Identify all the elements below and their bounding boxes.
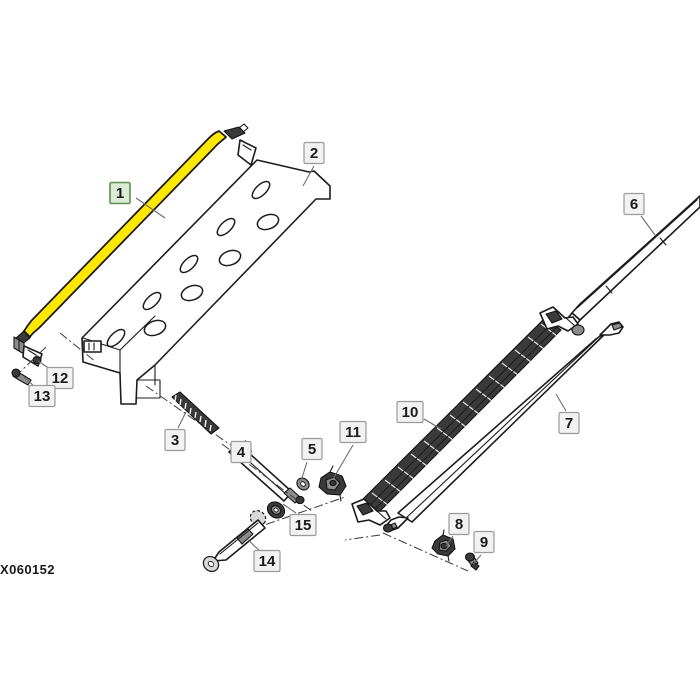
- part-bearing-block: [431, 529, 456, 562]
- callout-label-7: 7: [565, 415, 573, 432]
- callout-5[interactable]: 5: [300, 437, 323, 482]
- callout-box-7[interactable]: [558, 411, 580, 435]
- callout-6[interactable]: 6: [623, 192, 656, 236]
- callout-9[interactable]: 9: [472, 530, 495, 565]
- leader-line-8: [445, 535, 454, 547]
- part-small-bolt: [11, 368, 32, 386]
- callout-14[interactable]: 14: [246, 538, 281, 573]
- part-clamp-bracket: [318, 465, 347, 502]
- callout-box-11[interactable]: [339, 420, 367, 444]
- centerline-plate-link: [59, 332, 97, 363]
- callout-label-8: 8: [455, 516, 463, 533]
- leader-line-7: [555, 393, 567, 412]
- part-small-washer: [296, 477, 310, 491]
- part-hex-bolt: [464, 552, 480, 571]
- callout-box-8[interactable]: [448, 512, 470, 536]
- callout-2[interactable]: 2: [302, 141, 325, 187]
- callout-box-4[interactable]: [230, 440, 252, 464]
- leader-line-11: [332, 444, 354, 480]
- callout-label-13: 13: [34, 388, 51, 405]
- callout-4[interactable]: 4: [230, 439, 253, 464]
- leader-line-2: [302, 165, 315, 187]
- part-smooth-roller: [344, 321, 624, 572]
- callout-11[interactable]: 11: [332, 420, 367, 480]
- callout-12[interactable]: 12: [37, 360, 74, 390]
- callout-label-15: 15: [295, 517, 312, 534]
- callout-box-14[interactable]: [253, 549, 281, 573]
- part-perforated-plate: [81, 159, 331, 405]
- callout-box-5[interactable]: [301, 437, 323, 461]
- callout-box-10[interactable]: [396, 400, 424, 424]
- callout-label-2: 2: [310, 145, 318, 162]
- leader-line-6: [640, 215, 656, 236]
- callout-label-12: 12: [52, 370, 69, 387]
- callout-7[interactable]: 7: [555, 393, 580, 435]
- leader-line-10: [423, 418, 442, 430]
- callout-label-5: 5: [308, 441, 316, 458]
- callout-8[interactable]: 8: [445, 512, 470, 547]
- callout-box-1[interactable]: [109, 181, 131, 205]
- part-number-label: X060152: [0, 562, 55, 577]
- callout-label-6: 6: [630, 196, 638, 213]
- part-slotted-rail: [351, 306, 585, 526]
- leader-line-14: [246, 538, 261, 552]
- callout-box-15[interactable]: [289, 513, 317, 537]
- callout-13[interactable]: 13: [23, 376, 56, 408]
- callout-label-9: 9: [480, 534, 488, 551]
- callout-label-1: 1: [116, 185, 124, 202]
- callout-label-4: 4: [237, 444, 246, 461]
- callout-3[interactable]: 3: [164, 411, 187, 452]
- part-yellow-roller-bar: [13, 123, 257, 367]
- callout-box-3[interactable]: [164, 428, 186, 452]
- callout-10[interactable]: 10: [396, 400, 442, 430]
- callout-label-11: 11: [345, 424, 361, 441]
- callout-box-9[interactable]: [473, 530, 495, 554]
- centerline-fasteners: [19, 346, 47, 373]
- callout-label-10: 10: [402, 404, 419, 421]
- leader-line-5: [300, 461, 308, 482]
- leader-line-3: [177, 411, 187, 429]
- callout-label-3: 3: [171, 432, 179, 449]
- part-coil-spring: [145, 385, 233, 447]
- part-shaft-pin: [202, 519, 266, 573]
- leader-line-9: [472, 554, 482, 565]
- callout-box-12[interactable]: [46, 366, 74, 390]
- callout-15[interactable]: 15: [282, 503, 317, 537]
- callout-box-6[interactable]: [623, 192, 645, 216]
- leader-line-15: [282, 503, 297, 514]
- callout-box-2[interactable]: [303, 141, 325, 165]
- callout-box-13[interactable]: [28, 384, 56, 408]
- leader-line-1: [135, 197, 166, 219]
- callout-1[interactable]: 1: [109, 181, 166, 219]
- part-long-shaft: [567, 195, 700, 326]
- callout-label-14: 14: [259, 553, 276, 570]
- part-bushing-bearing: [249, 496, 346, 531]
